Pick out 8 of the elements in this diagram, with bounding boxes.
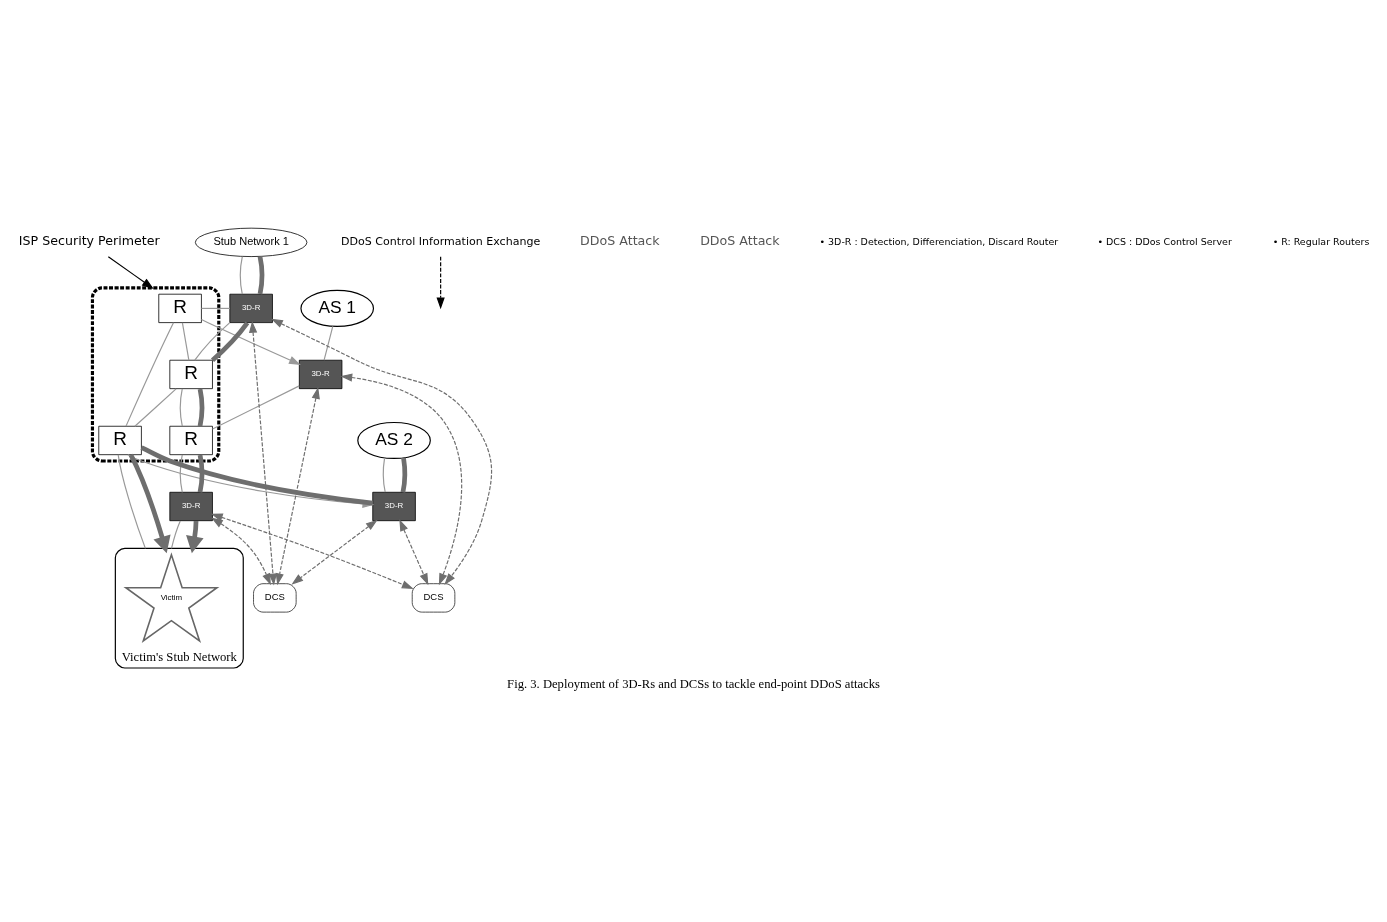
label: • DCS : DDos Control Server (1097, 235, 1232, 247)
node-text: ISP Security Perimeter (18, 232, 160, 248)
node-text: DDoS Control Information Exchange (341, 234, 541, 248)
label: DDoS Attack (580, 232, 660, 248)
label: • R: Regular Routers (1272, 235, 1370, 247)
caption: Fig. 3. Deployment of 3D-Rs and DCSs to tackle end-point DDoS attacks (507, 676, 880, 691)
label: DDoS Attack (700, 232, 780, 248)
label: • 3D-R : Detection, Differenciation, Discard Router (819, 235, 1059, 247)
